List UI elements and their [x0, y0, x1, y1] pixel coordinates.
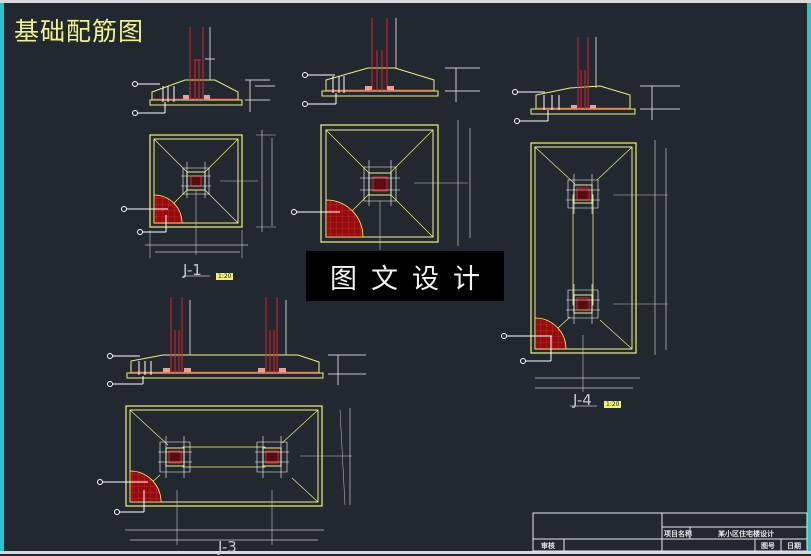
footing-j4-scale: 1:20: [604, 401, 622, 408]
window-bottom-border: [0, 551, 811, 554]
watermark-text: 图文设计: [330, 263, 494, 295]
watermark-banner: 图文设计: [306, 251, 504, 301]
window-top-border: [0, 0, 811, 3]
footing-j1-scale: 1:20: [216, 273, 234, 280]
footing-j4-label: J-4: [573, 391, 592, 409]
footing-j1-plan: [121, 130, 276, 277]
footing-j3-label: J-3: [218, 538, 237, 556]
title-block-project-label: 项目名称: [664, 530, 692, 538]
footing-j3-plan: [97, 405, 352, 545]
footing-j3-section: [107, 297, 366, 387]
title-block-reviewer-label: 审核: [541, 542, 555, 550]
footing-j2-plan: [291, 120, 471, 250]
footing-j1-label: J-1: [183, 261, 202, 279]
left-accent-bar: [0, 3, 4, 551]
title-block: [532, 512, 808, 552]
title-block-date-label: 日期: [787, 542, 801, 550]
footing-j2-section: [302, 18, 480, 107]
right-accent-bar: [807, 3, 811, 551]
footing-j1-section: [132, 27, 275, 116]
title-block-project-value: 某小区住宅楼设计: [718, 530, 774, 538]
footing-j4-section: [512, 37, 680, 124]
footing-j4-plan: [501, 140, 668, 407]
title-block-drawing-no-label: 图号: [761, 542, 775, 550]
drawing-title: 基础配筋图: [14, 17, 145, 46]
